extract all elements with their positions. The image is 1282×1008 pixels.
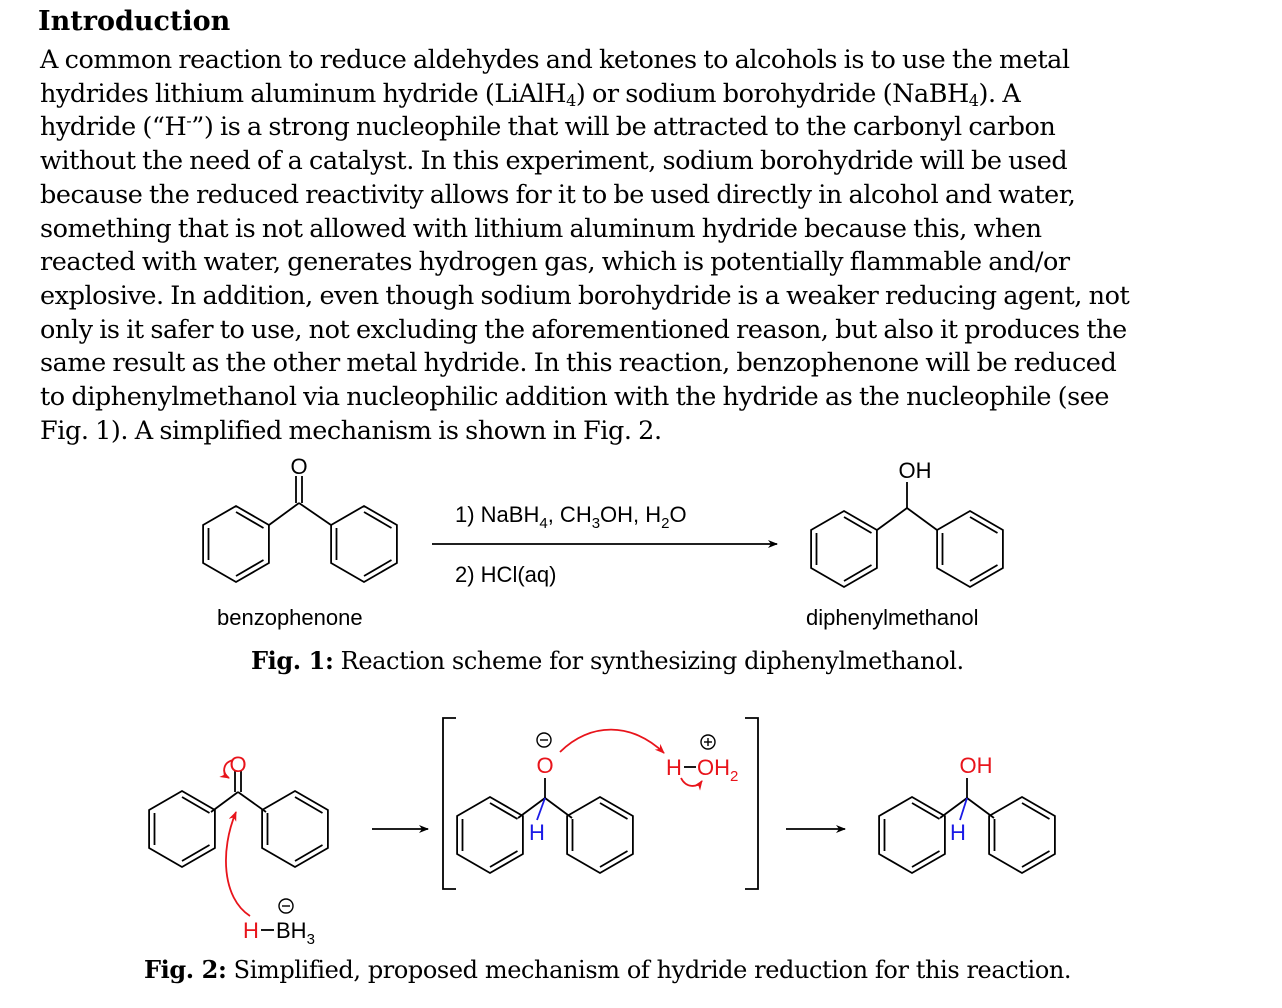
carbonyl-oxygen-label: O xyxy=(229,752,246,777)
alkoxide-intermediate: H O H OH2 xyxy=(442,717,759,890)
borane-label: BH3 xyxy=(276,918,315,948)
intro-line: to diphenylmethanol via nucleophilic add… xyxy=(40,382,1110,413)
protonation-arrow xyxy=(559,728,665,754)
intro-line: same result as the other metal hydride. … xyxy=(40,348,1117,379)
product-name: diphenylmethanol xyxy=(806,605,978,630)
mechanism-reactant: O H BH3 xyxy=(148,752,329,948)
intro-line: only is it safer to use, not excluding t… xyxy=(40,314,1127,345)
water-label: OH2 xyxy=(697,755,738,785)
negative-charge-icon xyxy=(278,898,294,914)
mechanism-product: H OH xyxy=(878,753,1056,874)
intro-line: explosive. In addition, even though sodi… xyxy=(40,280,1130,311)
intro-line: reacted with water, generates hydrogen g… xyxy=(40,247,1070,278)
intro-line: without the need of a catalyst. In this … xyxy=(40,146,1068,177)
intro-line: Fig. 1). A simplified mechanism is shown… xyxy=(40,415,662,446)
carbonyl-oxygen-label: O xyxy=(290,454,307,479)
right-bracket xyxy=(745,717,759,890)
figure-2-caption: Fig. 2: Simplified, proposed mechanism o… xyxy=(144,955,1072,984)
negative-charge-icon xyxy=(536,732,552,748)
hydroxyl-label: OH xyxy=(960,753,993,778)
electron-push-arrow xyxy=(219,759,234,779)
intro-line: something that is not allowed with lithi… xyxy=(40,213,1042,244)
added-hydrogen-label: H xyxy=(529,820,545,845)
reagents-step-1: 1) NaBH4, CH3OH, H2O xyxy=(455,502,687,532)
added-hydrogen-label: H xyxy=(950,820,966,845)
left-bracket xyxy=(442,717,456,890)
intro-line: hydride (“H-”) is a strong nucleophile t… xyxy=(40,111,1056,143)
intro-paragraph: A common reaction to reduce aldehydes an… xyxy=(40,44,1240,448)
bond-break-arrow xyxy=(680,777,703,791)
figure-1-caption: Fig. 1: Reaction scheme for synthesizing… xyxy=(251,646,964,675)
diphenylmethanol-structure: OH xyxy=(810,458,1004,588)
benzophenone-structure: O xyxy=(202,454,398,583)
borohydride-label: H xyxy=(243,918,259,943)
hydronium-label: H xyxy=(666,755,682,780)
alkoxide-oxygen-label: O xyxy=(536,753,553,778)
section-heading: Introduction xyxy=(38,6,231,37)
intro-line: because the reduced reactivity allows fo… xyxy=(40,179,1076,210)
reagents-step-2: 2) HCl(aq) xyxy=(455,562,556,587)
hydride-attack-arrow xyxy=(225,811,251,917)
reaction-conditions: 1) NaBH4, CH3OH, H2O 2) HCl(aq) xyxy=(432,502,778,587)
intro-line: A common reaction to reduce aldehydes an… xyxy=(40,45,1070,75)
positive-charge-icon xyxy=(700,734,716,750)
reactant-name: benzophenone xyxy=(217,605,363,630)
hydroxyl-label: OH xyxy=(899,458,932,483)
intro-line: hydrides lithium aluminum hydride (LiAlH… xyxy=(40,78,1021,110)
